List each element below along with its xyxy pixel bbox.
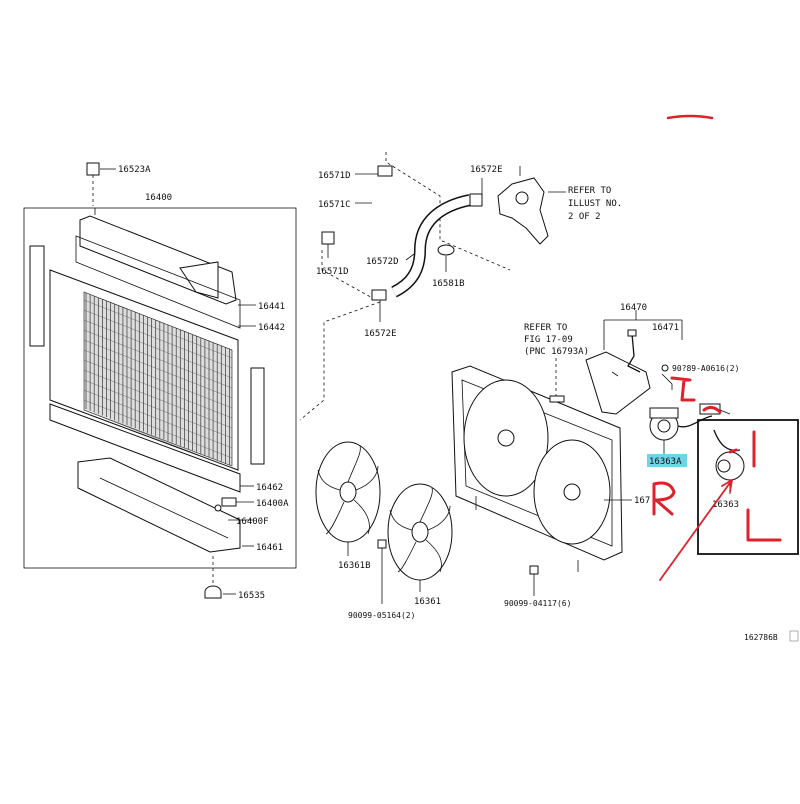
lower-support <box>204 556 222 599</box>
label-16361B: 16361B <box>338 561 371 571</box>
bolt-04117 <box>529 565 539 596</box>
label-16581B: 16581B <box>432 279 465 289</box>
label-16571D-top: 16571D <box>318 171 351 181</box>
upper-gasket <box>75 235 241 329</box>
label-16572E-bottom: 16572E <box>364 329 397 339</box>
part-labels: 16523A 16400 16441 16442 16462 16400A 16… <box>118 165 799 642</box>
left-seal <box>29 245 45 347</box>
red-annotations <box>652 114 782 581</box>
radiator-cap <box>86 162 100 206</box>
label-16441: 16441 <box>258 302 285 312</box>
label-16363: 16363 <box>712 500 739 510</box>
inset-box <box>697 419 799 555</box>
drain-cock <box>214 497 237 512</box>
refer-note-2-line1: REFER TO <box>524 323 567 333</box>
highlight-16363A <box>647 454 687 467</box>
label-16523A: 16523A <box>118 165 151 175</box>
label-16400A: 16400A <box>256 499 289 509</box>
label-16471: 16471 <box>652 323 679 333</box>
label-16361: 16361 <box>414 597 441 607</box>
label-16442: 16442 <box>258 323 285 333</box>
hose-clamp-upper <box>377 165 393 177</box>
bolt-05164 <box>377 539 387 604</box>
radiator-core <box>49 269 239 471</box>
label-16470: 16470 <box>620 303 647 313</box>
hose-clamp-16581b <box>437 244 455 256</box>
core-fins <box>83 293 233 469</box>
label-16363A: 16363A <box>649 457 682 467</box>
right-seal <box>250 367 265 465</box>
label-16461: 16461 <box>256 543 283 553</box>
refer-note-1-line2: ILLUST NO. <box>568 199 622 209</box>
fan-16361B <box>315 441 381 556</box>
label-16400: 16400 <box>145 193 172 203</box>
label-162786B: 162786B <box>744 633 778 642</box>
label-16571D-bottom: 16571D <box>316 267 349 277</box>
lower-tank <box>77 457 241 553</box>
label-90099-05164: 90099-05164(2) <box>348 611 415 620</box>
refer-note-2-line2: FIG 17-09 <box>524 335 573 345</box>
fan-shroud <box>451 358 632 596</box>
hose-clamp-lower <box>321 231 335 245</box>
refer-note-1-line3: 2 OF 2 <box>568 212 601 222</box>
label-16572E-top: 16572E <box>470 165 503 175</box>
label-16571C: 16571C <box>318 200 351 210</box>
label-90099-04117: 90099-04117(6) <box>504 599 571 608</box>
hose-clamp-e-bottom <box>371 289 387 301</box>
water-outlet <box>497 166 549 245</box>
label-16400F: 16400F <box>236 517 269 527</box>
label-16572D: 16572D <box>366 257 399 267</box>
label-a0616: 90?89-A0616(2) <box>672 364 739 373</box>
radiator-assembly <box>23 162 297 599</box>
hose-group <box>299 152 566 421</box>
hose-clamp-e-top <box>469 193 483 207</box>
label-16535: 16535 <box>238 591 265 601</box>
reservoir-assembly <box>585 310 683 415</box>
label-16462: 16462 <box>256 483 283 493</box>
refer-note-1-line1: REFER TO <box>568 186 611 196</box>
fan-16361 <box>387 483 453 592</box>
refer-note-2-line3: (PNC 16793A) <box>524 347 589 357</box>
lower-seal <box>49 403 241 493</box>
radiator-group-frame <box>23 207 297 569</box>
label-167xx: 167 <box>634 496 650 506</box>
